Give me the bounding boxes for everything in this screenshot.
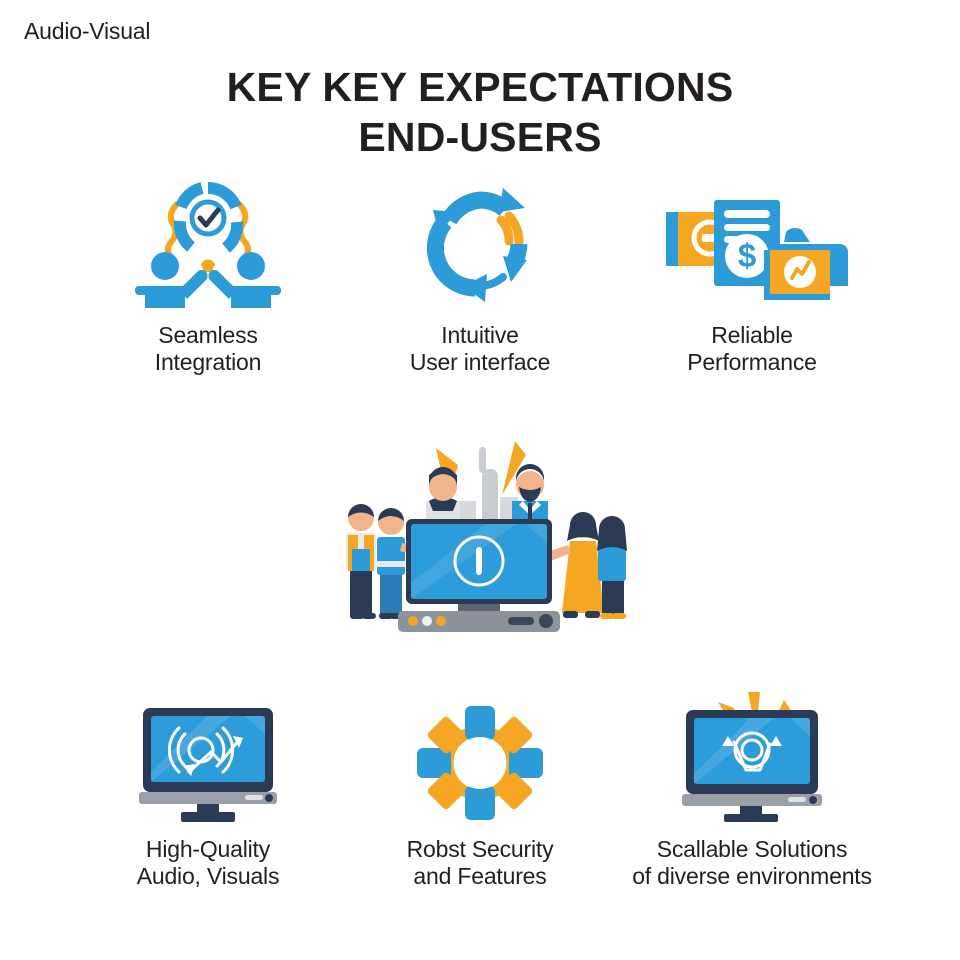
handshake-check-icon <box>135 181 281 308</box>
icon-box: $ <box>652 176 852 308</box>
burst-ray-right <box>502 441 526 495</box>
feature-reliable-performance[interactable]: $ Reliable Performance <box>616 176 888 376</box>
label-line-1: Reliable <box>711 322 793 348</box>
burst-ray-center <box>479 447 486 473</box>
icon-box <box>415 690 545 822</box>
feature-label: Seamless Integration <box>155 322 262 376</box>
person-front-right-child <box>597 516 627 619</box>
feature-label: Robst Security and Features <box>407 836 554 890</box>
svg-text:$: $ <box>738 237 756 274</box>
label-line-1: High-Quality <box>145 836 271 862</box>
label-line-2: and Features <box>413 863 547 890</box>
top-feature-row: Seamless Integration <box>0 176 960 376</box>
feature-seamless-integration[interactable]: Seamless Integration <box>72 176 344 376</box>
label-line-2: User interface <box>409 349 551 376</box>
hero-console-base <box>398 611 560 632</box>
label-line-2: Performance <box>687 349 817 376</box>
feature-high-quality-audio-visuals[interactable]: High-Quality Audio, Visuals <box>72 690 344 890</box>
feature-label: Scallable Solutions of diverse environme… <box>632 836 872 890</box>
feature-intuitive-user-interface[interactable]: Intuitive User interface <box>344 176 616 376</box>
icon-box <box>133 176 283 308</box>
title-line-2: END-USERS <box>358 114 602 161</box>
feature-label: High-Quality Audio, Visuals <box>137 836 280 890</box>
bottom-feature-row: High-Quality Audio, Visuals <box>0 690 960 890</box>
page-title: KEY KEY EXPECTATIONS END-USERS <box>0 62 960 162</box>
label-line-1: Intuitive <box>441 322 519 348</box>
icon-box <box>672 690 832 822</box>
power-info-circle-icon <box>453 535 505 587</box>
icon-box <box>133 690 283 822</box>
person-front-left-adult <box>346 504 376 619</box>
payment-cards-chart-icon: $ <box>666 200 848 300</box>
label-line-1: Seamless <box>158 322 258 348</box>
label-line-2: Integration <box>154 349 262 376</box>
cycle-arrows-icon <box>426 188 528 302</box>
people-around-display-illustration <box>346 441 627 632</box>
brand-label: Audio-Visual <box>24 18 151 44</box>
feature-robust-security[interactable]: Robst Security and Features <box>344 690 616 890</box>
label-line-1: Robst Security <box>406 836 554 862</box>
hero-illustration <box>0 425 960 640</box>
title-line-1: KEY KEY EXPECTATIONS <box>226 64 734 110</box>
hero-display <box>406 519 552 612</box>
monitor-signal-waves-icon <box>139 708 277 822</box>
person-front-left-child <box>377 508 423 619</box>
feature-scalable-solutions[interactable]: Scallable Solutions of diverse environme… <box>616 690 888 890</box>
label-line-1: Scallable Solutions <box>656 836 848 862</box>
person-front-right-adult <box>548 512 604 618</box>
label-line-2: Audio, Visuals <box>136 863 280 890</box>
gear-squares-icon <box>417 706 543 820</box>
feature-label: Reliable Performance <box>687 322 817 376</box>
label-line-2: of diverse environments <box>632 863 872 890</box>
feature-label: Intuitive User interface <box>409 322 551 376</box>
monitor-burst-rays-icon <box>682 692 822 822</box>
icon-box <box>415 176 545 308</box>
